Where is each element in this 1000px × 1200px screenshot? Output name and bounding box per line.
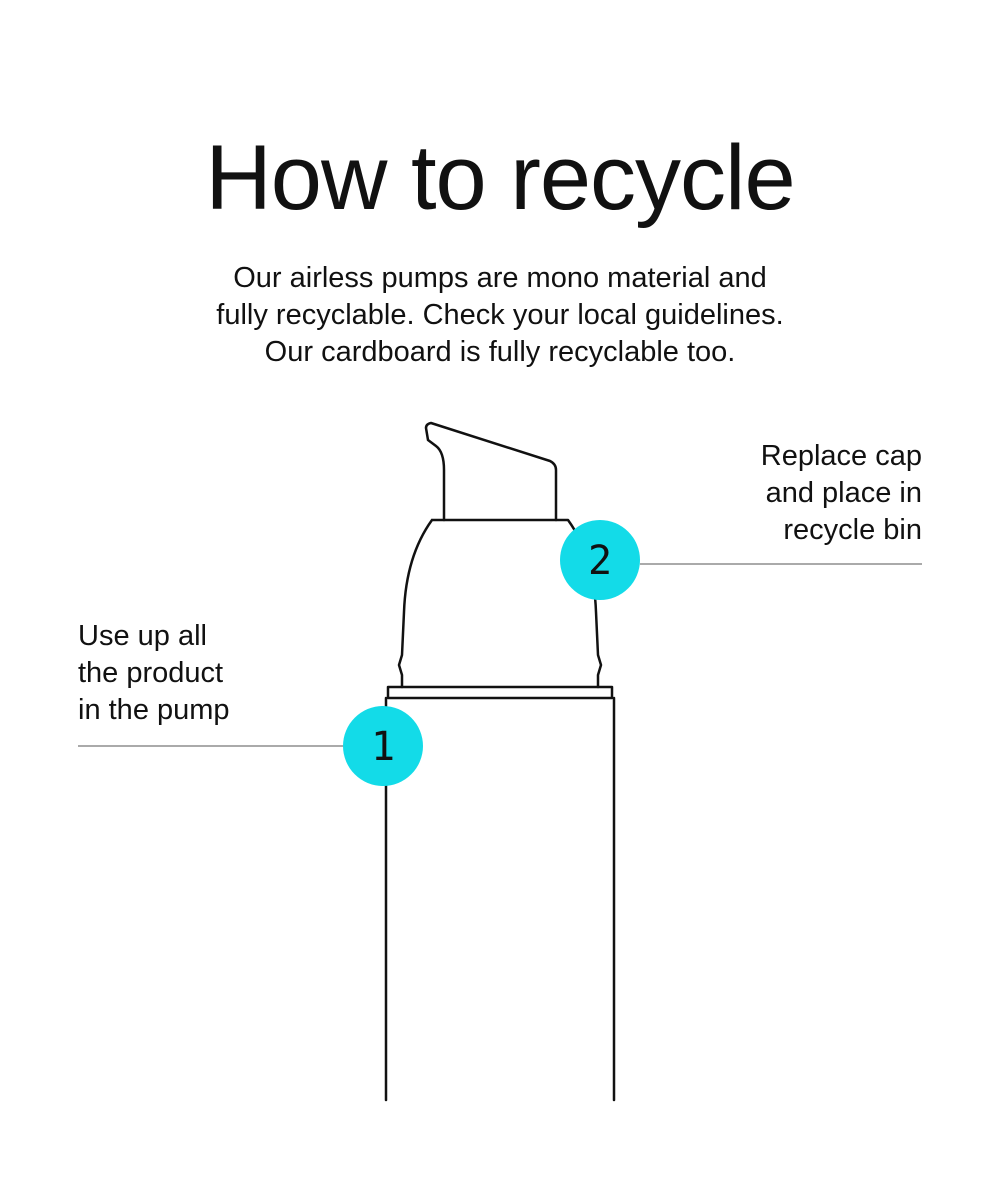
step-2-text-line: and place in [765,477,922,509]
intro-line: fully recyclable. Check your local guide… [216,299,784,331]
step-1-marker: 1 [343,706,423,786]
step-1-text-line: the product [78,657,224,689]
step-1-text-line: in the pump [78,694,230,726]
pump-collar [386,685,614,700]
intro-line: Our cardboard is fully recyclable too. [264,336,736,368]
airless-pump-bottle-icon [384,421,616,1102]
pump-nozzle [424,421,558,522]
step-2-callout: Replace cap and place in recycle bin [761,438,922,549]
step-2-marker: 2 [560,520,640,600]
step-1-callout: Use up all the product in the pump [78,618,230,729]
intro-text: Our airless pumps are mono material and … [100,260,900,371]
page-title: How to recycle [205,127,795,229]
step-1-number: 1 [371,724,395,770]
intro-line: Our airless pumps are mono material and [233,262,767,294]
step-2-text-line: recycle bin [783,514,922,546]
step-2-text-line: Replace cap [760,440,922,472]
step-2-number: 2 [588,538,612,584]
step-1-text-line: Use up all [78,620,207,652]
